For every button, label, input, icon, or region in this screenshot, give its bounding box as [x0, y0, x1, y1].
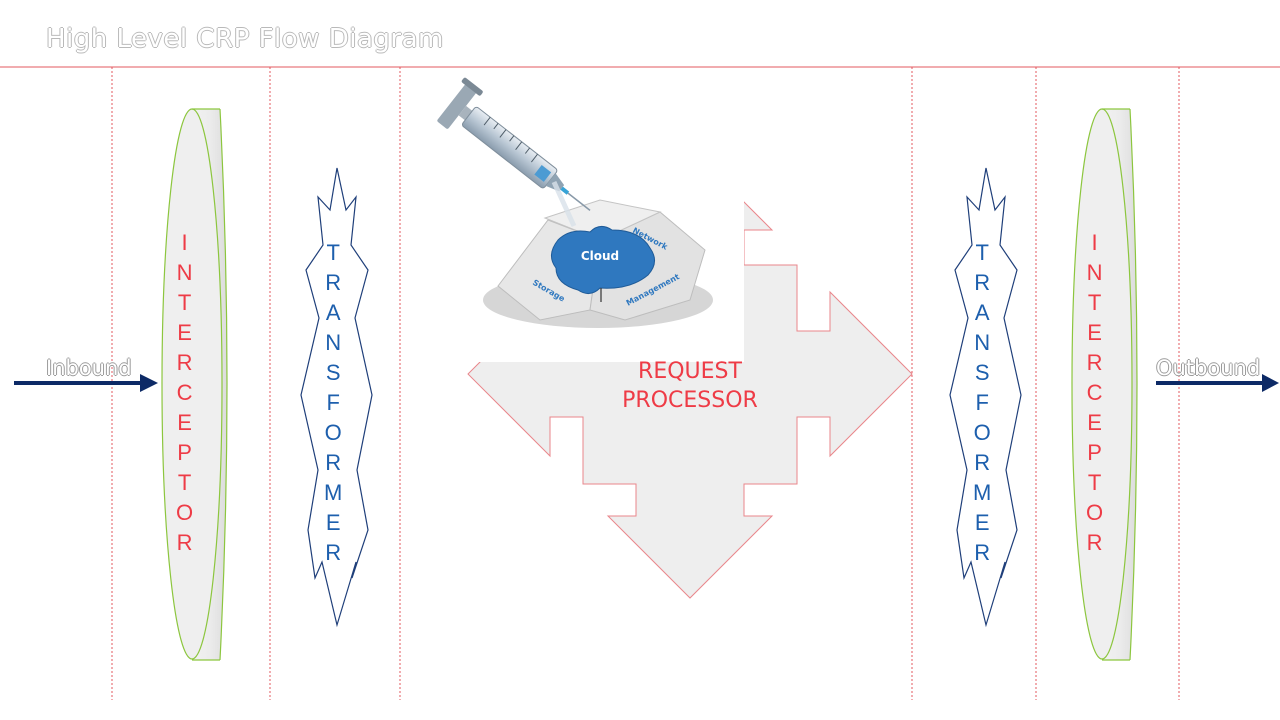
label-letter: P — [1087, 440, 1102, 465]
label-letter: N — [1086, 260, 1103, 285]
request-processor-label: REQUEST PROCESSOR — [590, 357, 790, 415]
label-letter: R — [176, 350, 193, 375]
label-letter: R — [176, 530, 193, 555]
label-letter: O — [324, 420, 342, 445]
outbound-arrow — [1156, 374, 1279, 392]
label-letter: N — [176, 260, 193, 285]
label-letter: O — [973, 420, 991, 445]
label-letter: I — [1091, 230, 1098, 255]
request-processor-line2: PROCESSOR — [622, 388, 758, 413]
label-letter: C — [1086, 380, 1103, 405]
guide-lines — [0, 66, 1280, 700]
label-letter: T — [1087, 470, 1102, 495]
label-letter: R — [974, 270, 991, 295]
label-letter: R — [325, 540, 342, 565]
label-letter: E — [974, 510, 990, 535]
interceptor-left — [161, 108, 228, 661]
label-letter: R — [974, 450, 991, 475]
label-letter: S — [325, 360, 341, 385]
label-letter: R — [974, 540, 991, 565]
label-letter: A — [974, 300, 990, 325]
label-letter: T — [975, 240, 989, 265]
inbound-arrow — [14, 374, 158, 392]
label-letter: M — [324, 480, 343, 505]
label-letter: P — [177, 440, 192, 465]
request-processor-line1: REQUEST — [638, 359, 742, 384]
label-letter: S — [974, 360, 990, 385]
label-letter: O — [176, 500, 194, 525]
label-letter: O — [1086, 500, 1104, 525]
transformer-right — [949, 167, 1022, 628]
label-letter: T — [177, 470, 192, 495]
label-letter: T — [177, 290, 192, 315]
puzzle-piece-cloud — [551, 226, 655, 294]
transformer-left — [300, 167, 373, 628]
label-letter: F — [326, 390, 340, 415]
page-title: High Level CRP Flow Diagram — [46, 24, 444, 54]
label-letter: R — [1086, 350, 1103, 375]
label-letter: F — [975, 390, 989, 415]
puzzle-label-cloud: Cloud — [581, 249, 619, 263]
interceptor-right — [1071, 108, 1138, 661]
cloud-puzzle-image: Cloud Network Storage Management — [430, 77, 744, 362]
label-letter: N — [325, 330, 342, 355]
label-letter: N — [974, 330, 991, 355]
label-letter: C — [176, 380, 193, 405]
label-letter: M — [973, 480, 992, 505]
label-letter: R — [1086, 530, 1103, 555]
label-letter: E — [1087, 320, 1102, 345]
inbound-label: Inbound — [46, 356, 132, 380]
label-letter: E — [177, 320, 192, 345]
label-letter: E — [325, 510, 341, 535]
label-letter: T — [326, 240, 340, 265]
label-letter: E — [177, 410, 192, 435]
label-letter: T — [1087, 290, 1102, 315]
label-letter: A — [325, 300, 341, 325]
label-letter: I — [181, 230, 188, 255]
outbound-label: Outbound — [1156, 356, 1261, 380]
label-letter: R — [325, 270, 342, 295]
label-letter: E — [1087, 410, 1102, 435]
label-letter: R — [325, 450, 342, 475]
